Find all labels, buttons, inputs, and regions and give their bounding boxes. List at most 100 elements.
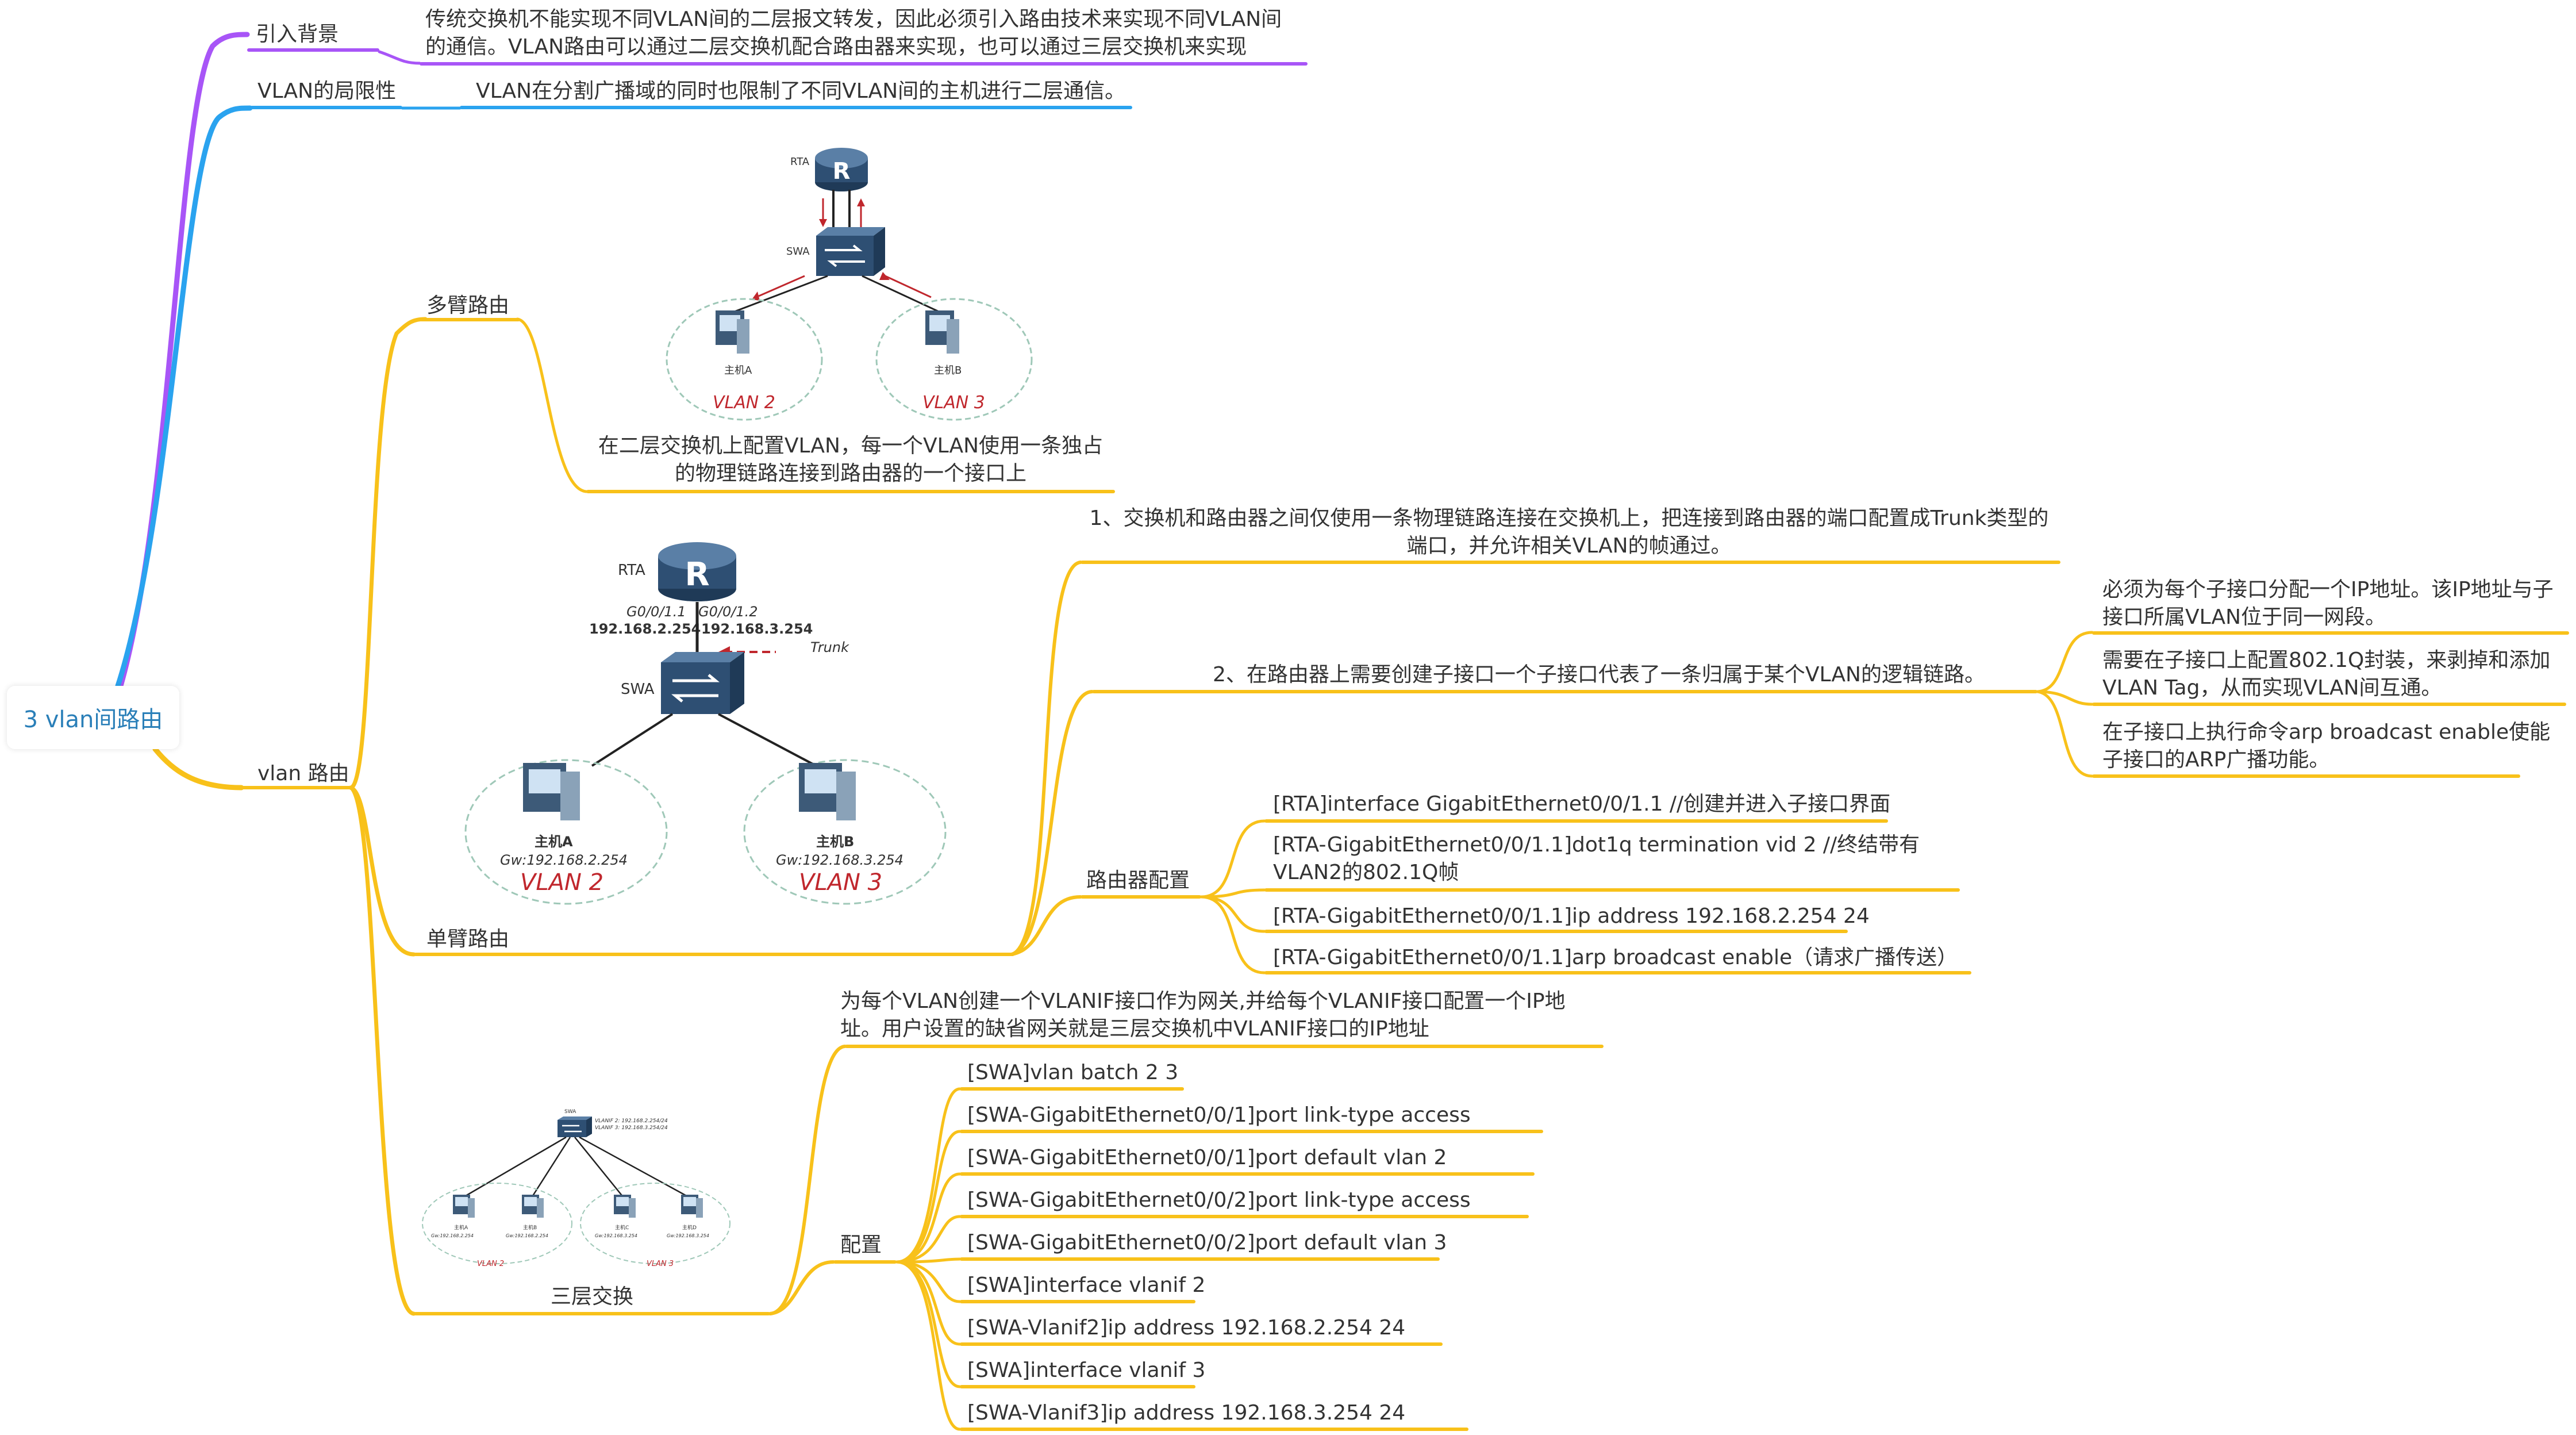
gw-b-label: Gw:192.168.3.254 bbox=[776, 852, 903, 868]
if1-label: G0/0/1.1 bbox=[626, 604, 686, 620]
l3-config-6-underline bbox=[960, 1300, 1195, 1303]
l3-config-4[interactable]: [SWA-GigabitEthernet0/0/2]port link-type… bbox=[967, 1188, 1471, 1212]
l3-config-6[interactable]: [SWA]interface vlanif 2 bbox=[967, 1273, 1206, 1297]
vlan2-zone bbox=[666, 298, 823, 421]
l3-config-8[interactable]: [SWA]interface vlanif 3 bbox=[967, 1359, 1206, 1382]
limit-label[interactable]: VLAN的局限性 bbox=[257, 79, 397, 103]
l3-switch-desc[interactable]: 为每个VLAN创建一个VLANIF接口作为网关,并给每个VLANIF接口配置一个… bbox=[840, 989, 1566, 1041]
vlan-routing-underline bbox=[241, 786, 351, 789]
l3-config-5-underline bbox=[960, 1257, 1440, 1261]
host-b-icon bbox=[799, 763, 856, 820]
vlan-routing-label[interactable]: vlan 路由 bbox=[257, 762, 349, 785]
l3-switch-figure: SWA VLANIF 2: 192.168.2.254/24 VLANIF 3:… bbox=[420, 1103, 764, 1273]
l3-switch-label[interactable]: 三层交换 bbox=[551, 1285, 634, 1309]
host-a-icon bbox=[453, 1195, 475, 1218]
host-d-name: 主机D bbox=[682, 1224, 697, 1231]
l3-switch-underline bbox=[414, 1312, 770, 1315]
host-a-name: 主机A bbox=[535, 834, 573, 850]
router-config-4-underline bbox=[1264, 971, 1971, 974]
router-icon: R bbox=[815, 148, 868, 191]
sub-point-3[interactable]: 在子接口上执行命令arp broadcast enable使能子接口的ARP广播… bbox=[2102, 720, 2551, 772]
multi-arm-caption-underline bbox=[586, 490, 1115, 493]
router-config-label[interactable]: 路由器配置 bbox=[1086, 869, 1190, 892]
host-c-name: 主机C bbox=[615, 1224, 629, 1231]
router-config-3[interactable]: [RTA-GigabitEthernet0/0/1.1]ip address 1… bbox=[1273, 904, 1870, 928]
l3-config-8-underline bbox=[960, 1385, 1195, 1388]
ip1-label: 192.168.2.254 bbox=[589, 621, 701, 637]
router-config-4[interactable]: [RTA-GigabitEthernet0/0/1.1]arp broadcas… bbox=[1273, 946, 1958, 969]
l3-config-5[interactable]: [SWA-GigabitEthernet0/0/2]port default v… bbox=[967, 1231, 1447, 1254]
host-b-icon bbox=[925, 310, 959, 354]
host-a-icon bbox=[523, 763, 580, 820]
switch-name: SWA bbox=[564, 1109, 576, 1115]
gw-b-label: Gw:192.168.2.254 bbox=[506, 1233, 548, 1238]
switch-icon bbox=[661, 652, 744, 714]
up-arrow-icon bbox=[857, 198, 865, 206]
single-arm-figure: R RTA G0/0/1.1 G0/0/1.2 192.168.2.254 19… bbox=[420, 524, 1012, 915]
trunk-label: Trunk bbox=[810, 639, 849, 655]
root-title: 3 vlan间路由 bbox=[23, 707, 163, 733]
switch-name: SWA bbox=[786, 245, 810, 258]
up-left-arrow-icon bbox=[879, 272, 890, 280]
multi-arm-underline bbox=[420, 318, 520, 321]
router-config-3-underline bbox=[1264, 930, 1848, 933]
l3-switch-desc-underline bbox=[845, 1045, 1604, 1048]
router-config-1[interactable]: [RTA]interface GigabitEthernet0/0/1.1 //… bbox=[1273, 792, 1891, 816]
multi-arm-caption[interactable]: 在二层交换机上配置VLAN，每一个VLAN使用一条独占的物理链路连接到路由器的一… bbox=[598, 434, 1104, 485]
switch-name: SWA bbox=[621, 681, 655, 698]
vlanif3-label: VLANIF 3: 192.168.3.254/24 bbox=[595, 1125, 668, 1131]
l3-config-2-underline bbox=[960, 1130, 1543, 1133]
point2-underline bbox=[1092, 690, 2037, 693]
l3-config-3-underline bbox=[960, 1172, 1535, 1176]
left-arrow-icon bbox=[752, 291, 760, 301]
vlan3-zone bbox=[580, 1183, 730, 1264]
vlan-a-label: VLAN 2 bbox=[477, 1260, 504, 1268]
sub-point-2[interactable]: 需要在子接口上配置802.1Q封装，来剥掉和添加VLAN Tag，从而实现VLA… bbox=[2102, 649, 2551, 700]
switch-icon bbox=[558, 1116, 592, 1137]
sub-point-2-underline bbox=[2092, 703, 2566, 706]
router-config-2-underline bbox=[1264, 888, 1960, 892]
single-arm-point1[interactable]: 1、交换机和路由器之间仅使用一条物理链路连接在交换机上，把连接到路由器的端口配置… bbox=[1089, 507, 2049, 558]
l3-config-label[interactable]: 配置 bbox=[840, 1233, 882, 1257]
l3-config-1[interactable]: [SWA]vlan batch 2 3 bbox=[967, 1061, 1179, 1084]
switch-icon bbox=[816, 227, 885, 276]
vlan-b-label: VLAN 3 bbox=[922, 393, 985, 413]
host-c-icon bbox=[614, 1195, 636, 1218]
single-arm-point2[interactable]: 2、在路由器上需要创建子接口一个子接口代表了一条归属于某个VLAN的逻辑链路。 bbox=[1213, 663, 1985, 686]
l3-config-4-underline bbox=[960, 1215, 1529, 1218]
l3-config-2[interactable]: [SWA-GigabitEthernet0/0/1]port link-type… bbox=[967, 1103, 1471, 1127]
host-d-icon bbox=[681, 1195, 703, 1218]
ip2-label: 192.168.3.254 bbox=[701, 621, 813, 637]
single-arm-label[interactable]: 单臂路由 bbox=[426, 927, 510, 951]
host-a-icon bbox=[716, 310, 749, 354]
l3-config-underline bbox=[833, 1260, 897, 1264]
root-node[interactable]: 3 vlan间路由 bbox=[7, 686, 179, 749]
router-name: RTA bbox=[618, 562, 645, 579]
router-config-2[interactable]: [RTA-GigabitEthernet0/0/1.1]dot1q termin… bbox=[1273, 833, 1920, 884]
l3-config-3[interactable]: [SWA-GigabitEthernet0/0/1]port default v… bbox=[967, 1146, 1447, 1169]
gw-a-label: Gw:192.168.2.254 bbox=[431, 1233, 474, 1238]
vlan-a-label: VLAN 2 bbox=[520, 869, 603, 896]
vlan2-zone bbox=[464, 759, 668, 905]
l3-config-1-underline bbox=[960, 1087, 1184, 1091]
l3-config-9[interactable]: [SWA-Vlanif3]ip address 192.168.3.254 24 bbox=[967, 1401, 1406, 1425]
vlanif2-label: VLANIF 2: 192.168.2.254/24 bbox=[595, 1118, 668, 1124]
single-arm-underline bbox=[414, 953, 1014, 956]
vlan3-zone bbox=[743, 759, 947, 905]
vlan2-zone bbox=[422, 1183, 572, 1264]
l3-config-7[interactable]: [SWA-Vlanif2]ip address 192.168.2.254 24 bbox=[967, 1316, 1406, 1340]
vlan-b-label: VLAN 3 bbox=[647, 1260, 674, 1268]
gw-a-label: Gw:192.168.2.254 bbox=[500, 852, 628, 868]
sub-point-1[interactable]: 必须为每个子接口分配一个IP地址。该IP地址与子接口所属VLAN位于同一网段。 bbox=[2102, 578, 2554, 629]
intro-text[interactable]: 传统交换机不能实现不同VLAN间的二层报文转发，因此必须引入路由技术来实现不同V… bbox=[425, 7, 1282, 59]
intro-text-underline bbox=[420, 62, 1308, 66]
intro-label[interactable]: 引入背景 bbox=[256, 22, 339, 46]
vlan-b-label: VLAN 3 bbox=[799, 869, 882, 896]
host-b-icon bbox=[522, 1195, 544, 1218]
multi-arm-label[interactable]: 多臂路由 bbox=[426, 294, 510, 317]
host-b-name: 主机B bbox=[816, 834, 854, 850]
vlan3-zone bbox=[875, 298, 1033, 421]
l3-config-7-underline bbox=[960, 1342, 1443, 1346]
l3-config-9-underline bbox=[960, 1428, 1468, 1431]
limit-text[interactable]: VLAN在分割广播域的同时也限制了不同VLAN间的主机进行二层通信。 bbox=[476, 79, 1126, 103]
